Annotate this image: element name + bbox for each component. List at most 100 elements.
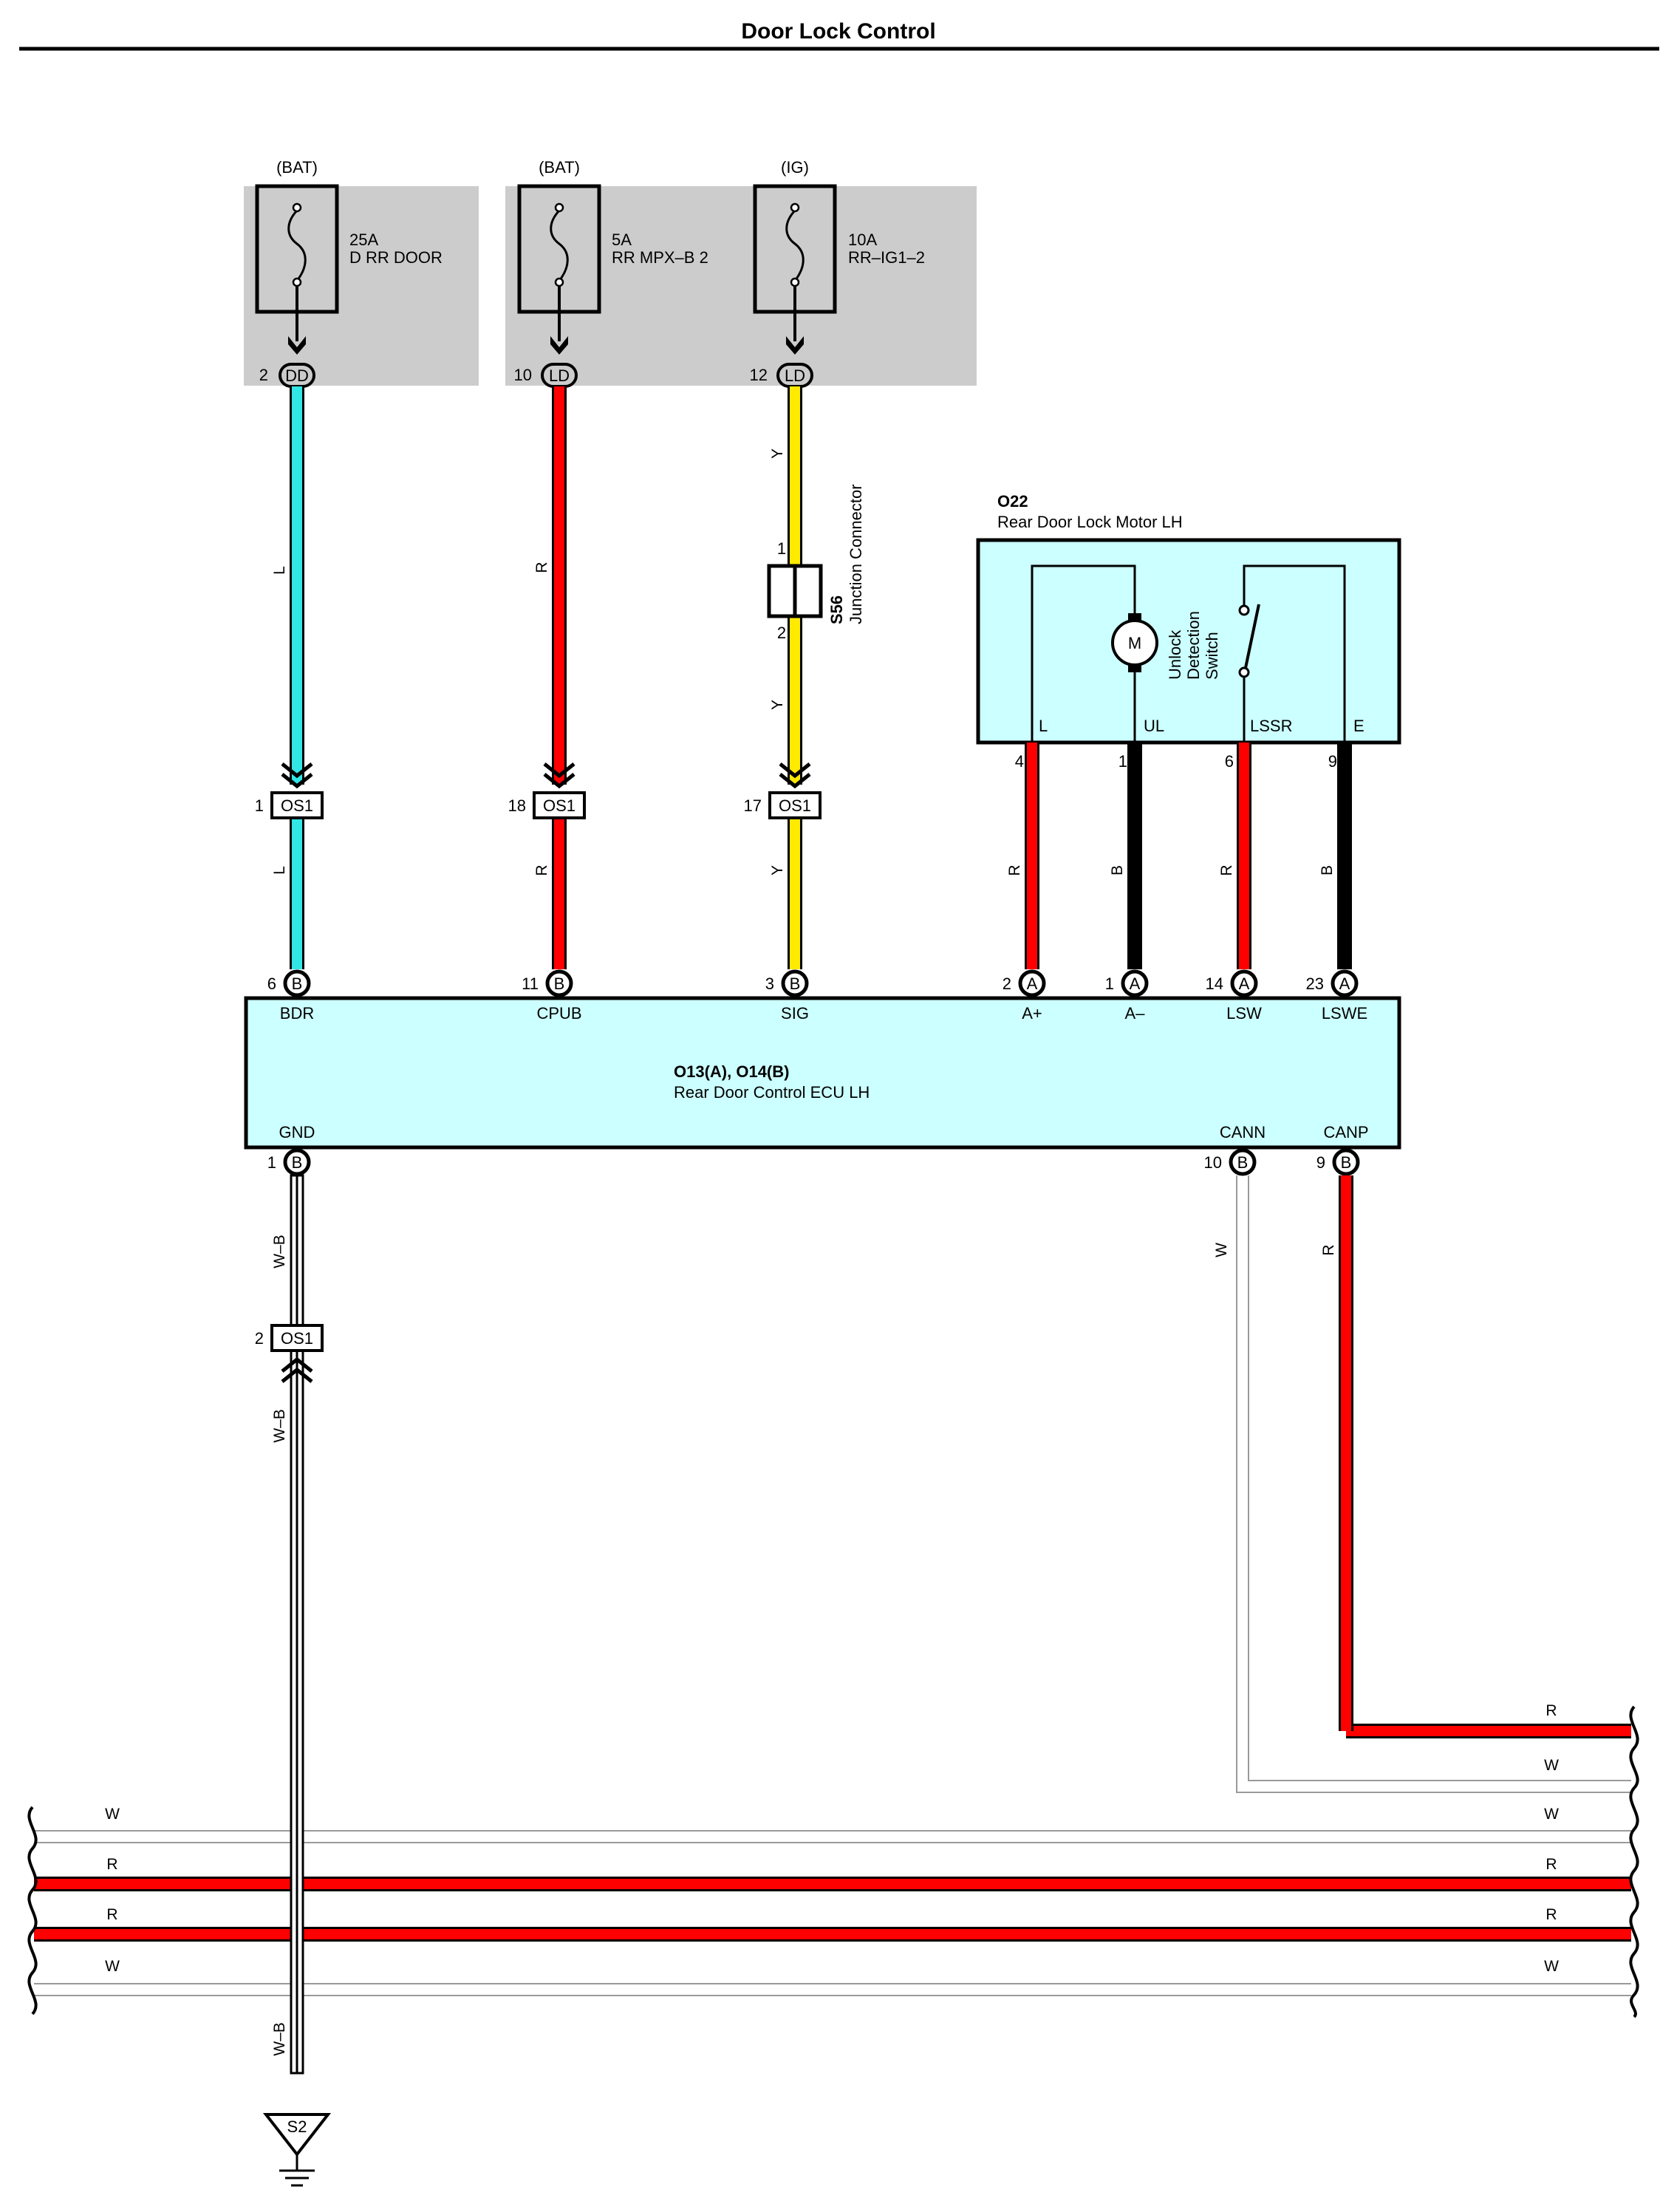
switch-label: Detection [1184, 611, 1203, 680]
fuse-area: (BAT) 25A D RR DOOR 2 DD (BAT) 5A RR MPX… [244, 158, 977, 388]
ecu-terminal-lsw: A 14 LSW [1206, 969, 1262, 1023]
fuse-rr-ig1-2: (IG) 10A RR–IG1–2 12 LD [750, 158, 925, 388]
wire-labels-top: L L R R Y Y Y [271, 448, 786, 876]
terminal-name: A– [1125, 1004, 1146, 1023]
motor-icon [1111, 619, 1158, 666]
fuse-icon [550, 209, 569, 281]
os1-connector-cpub: OS1 18 [508, 762, 586, 819]
diagram-title: Door Lock Control [741, 19, 935, 44]
connector-label: LD [549, 366, 570, 385]
os1-connector-bdr: OS1 1 [255, 762, 324, 819]
wire-label: L [271, 566, 288, 575]
bus-label: W [1544, 1806, 1559, 1823]
wire-label: W–B [271, 2022, 288, 2056]
terminal-name: LSWE [1322, 1004, 1367, 1023]
bus-label: W [105, 1806, 120, 1823]
ground-label: S2 [287, 2117, 307, 2136]
terminal-circle [1121, 969, 1149, 997]
switch-wire [1243, 564, 1346, 743]
fuse-source: (BAT) [276, 158, 318, 177]
terminal-conn: B [554, 974, 565, 993]
terminal-conn: A [1239, 974, 1250, 993]
terminal-circle [1018, 969, 1046, 997]
bus-label: W [1544, 1958, 1559, 1975]
terminal-pin: 6 [267, 974, 276, 993]
ecu-terminal-cann: CANN B 10 [1204, 1123, 1266, 1176]
terminal-circle [545, 969, 573, 997]
arrow-down-icon [288, 336, 306, 355]
ecu-terminal-canp: CANP B 9 [1316, 1123, 1369, 1176]
terminal-name: BDR [280, 1004, 314, 1023]
chevron-up-icon [281, 1356, 313, 1383]
bus-lines: R W W W R R R R W W W R [27, 1175, 1639, 2018]
os1-box [533, 791, 586, 819]
terminal-conn: B [292, 974, 303, 993]
ecu-terminal-a-plus: A 2 A+ [1003, 969, 1046, 1023]
os1-label: OS1 [779, 796, 811, 815]
terminal-conn: A [1027, 974, 1038, 993]
terminal-pin: 1 [1105, 974, 1114, 993]
terminal-pin: 9 [1316, 1153, 1325, 1172]
fuse-d-rr-door: (BAT) 25A D RR DOOR 2 DD [255, 158, 443, 388]
motor-wires: R B R B [1006, 743, 1352, 969]
ecu-id: O13(A), O14(B) [674, 1062, 789, 1081]
os1-box [768, 791, 822, 819]
os1-pin: 1 [255, 796, 264, 815]
terminal-name: CANP [1323, 1123, 1368, 1141]
bus-label: W [1544, 1757, 1559, 1774]
wire-label: R [1006, 864, 1023, 875]
bus-cann-edge [1236, 1175, 1631, 1793]
ecu-terminal-lswe: A 23 LSWE [1306, 969, 1367, 1023]
fuse-rating: 25A [349, 231, 378, 249]
chevron-down-icon [281, 762, 313, 789]
fuse-node [790, 202, 800, 213]
terminal-circle [283, 1148, 311, 1176]
connector-pin: 10 [514, 366, 532, 384]
terminal-name: CPUB [536, 1004, 581, 1023]
terminal-conn: A [1130, 974, 1141, 993]
switch-label: Unlock [1166, 629, 1184, 680]
terminal-circle [1332, 1148, 1360, 1176]
terminal-conn: B [292, 1153, 303, 1172]
junction-connector-s56: 1 2 S56 Junction Connector [767, 484, 865, 642]
motor-pin: 9 [1328, 752, 1337, 771]
wire-label: W–B [271, 1235, 288, 1269]
wire-label: R [533, 864, 550, 875]
motor-pin: 4 [1015, 752, 1024, 771]
ecu-terminal-sig: B 3 SIG [765, 969, 809, 1023]
connector-pin: 12 [750, 366, 768, 384]
connector-pin: 2 [259, 366, 268, 384]
fuse-rating: 10A [848, 231, 877, 249]
terminal-conn: A [1339, 974, 1350, 993]
terminal-conn: B [790, 974, 801, 993]
switch-icon [1244, 604, 1260, 669]
ecu-terminal-cpub: B 11 CPUB [522, 969, 582, 1023]
terminal-name: CANN [1220, 1123, 1266, 1141]
terminal-circle [283, 969, 311, 997]
terminal-name: GND [279, 1123, 315, 1141]
connector-label: DD [285, 366, 309, 385]
junction-id: S56 [827, 595, 846, 624]
ecu-box [244, 996, 1401, 1150]
os1-box [270, 791, 324, 819]
terminal-circle [1331, 969, 1359, 997]
fuse-rating: 5A [612, 231, 632, 249]
connector-label: LD [785, 366, 805, 385]
terminal-circle [1229, 1148, 1257, 1176]
supply-wires [290, 386, 802, 969]
door-lock-motor-o22: O22 Rear Door Lock Motor LH M Unlock Det… [976, 492, 1401, 771]
break-mark-right [1629, 1705, 1639, 2018]
os1-label: OS1 [281, 796, 313, 815]
os1-label: OS1 [281, 1329, 313, 1348]
ground-wire: OS1 2 W–B W–B W–B [255, 1174, 324, 2075]
fuse-node [554, 277, 564, 287]
terminal-conn: B [1237, 1153, 1249, 1172]
ecu-terminal-gnd: GND B 1 [267, 1123, 315, 1176]
motor-pin: 6 [1225, 752, 1234, 771]
terminal-pin: 10 [1204, 1153, 1222, 1172]
wire-label: R [533, 561, 550, 573]
wire-label: B [1319, 865, 1336, 875]
wire-label: W–B [271, 1409, 288, 1443]
terminal-circle [781, 969, 809, 997]
fuse-icon [785, 209, 805, 281]
